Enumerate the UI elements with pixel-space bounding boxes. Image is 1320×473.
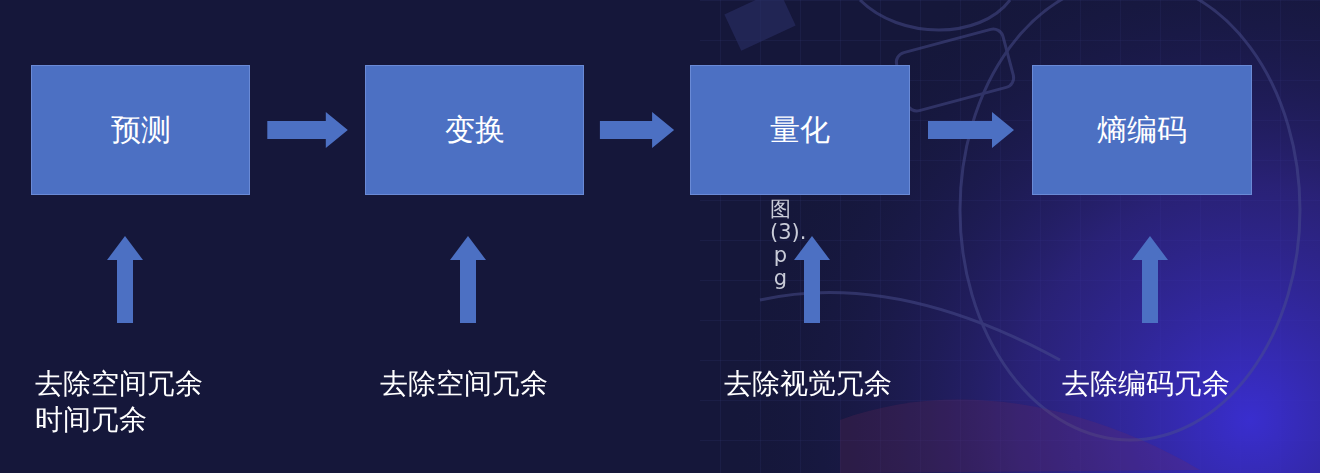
process-box: 预测 [31,65,250,195]
up-arrow [450,236,486,323]
process-box: 量化 [690,65,910,195]
flow-arrow [928,112,1014,148]
box-label: 量化 [770,112,830,148]
annotation-text: 去除空间冗余 [380,366,548,402]
box-label: 熵编码 [1097,112,1187,148]
annotation-text: 去除空间冗余 时间冗余 [35,366,235,439]
up-arrow [794,236,830,323]
annotation-text: 去除视觉冗余 [724,366,892,402]
up-arrow [1132,236,1168,323]
box-label: 预测 [111,112,171,148]
file-name-overlay: 图(3).pg [770,198,791,290]
process-box: 变换 [365,65,584,195]
flow-arrow [267,112,348,148]
up-arrows [107,236,1168,323]
flow-arrow [600,112,674,148]
process-box: 熵编码 [1032,65,1252,195]
up-arrow [107,236,143,323]
box-label: 变换 [445,112,505,148]
annotation-text: 去除编码冗余 [1062,366,1230,402]
